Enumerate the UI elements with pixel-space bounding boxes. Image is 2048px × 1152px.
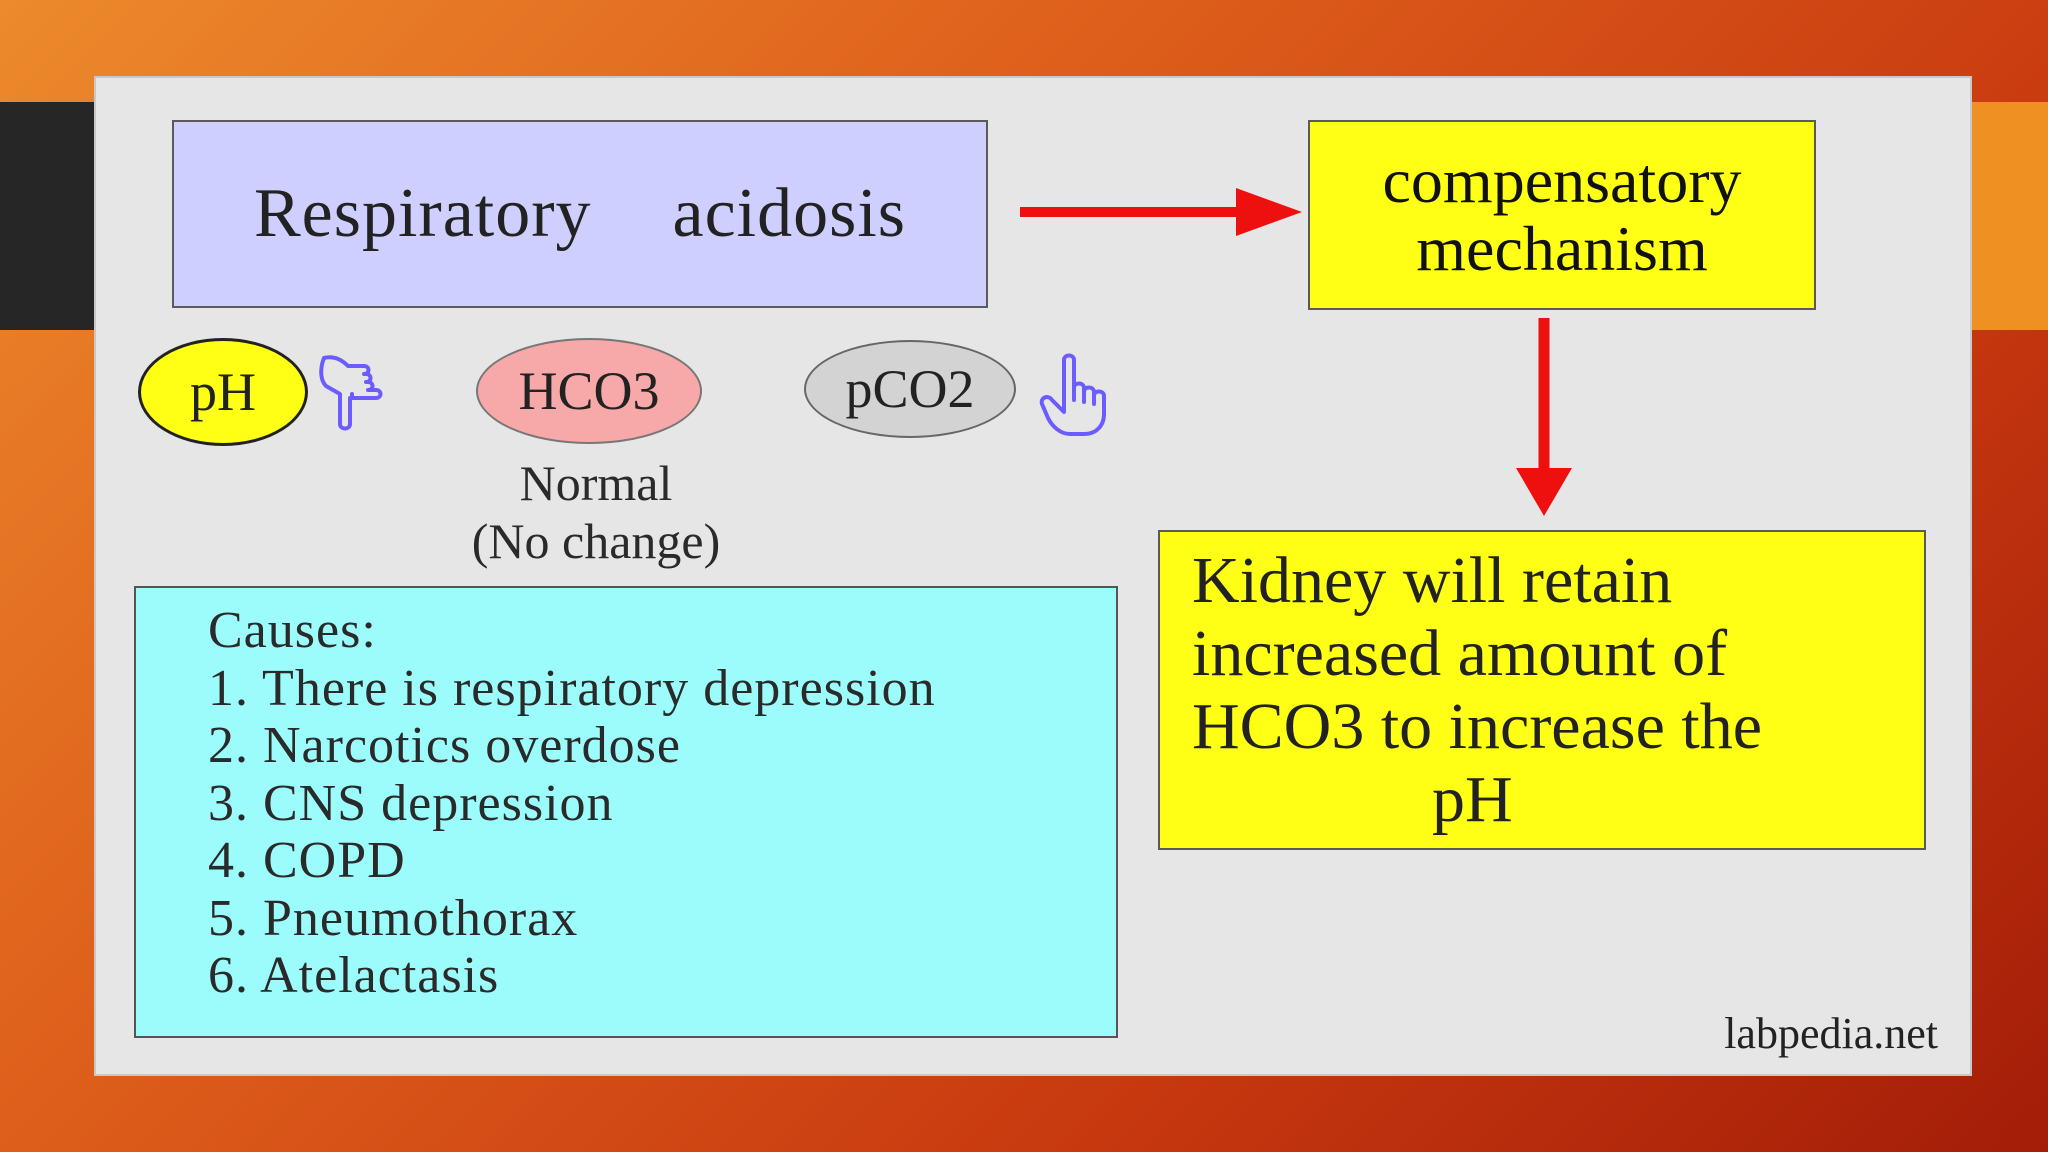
kidney-line: Kidney will retain <box>1192 544 1673 617</box>
compensatory-line-2: mechanism <box>1416 213 1708 284</box>
hand-pointing-down-icon <box>319 355 383 431</box>
hco3-note-line-1: Normal <box>519 455 673 511</box>
respiratory-acidosis-label: Respiratory acidosis <box>253 175 907 252</box>
ph-label: pH <box>190 362 256 422</box>
pco2-indicator: pCO2 <box>804 340 1016 438</box>
kidney-line: HCO3 to increase the <box>1192 690 1762 763</box>
source-credit: labpedia.net <box>1724 1009 1938 1058</box>
cause-item: 5. Pneumothorax <box>208 889 579 947</box>
slide-panel: Respiratory acidosis compensatory mechan… <box>94 76 1972 1076</box>
hco3-note-line-2: (No change) <box>471 513 721 569</box>
pco2-label: pCO2 <box>845 359 975 419</box>
arrow-right <box>1020 188 1302 236</box>
compensatory-line-1: compensatory <box>1382 145 1742 216</box>
hco3-note: Normal (No change) <box>426 454 766 570</box>
causes-box: Causes: 1. There is respiratory depressi… <box>134 586 1118 1038</box>
decorative-bar-left <box>0 102 100 330</box>
arrow-down <box>1516 318 1572 516</box>
flow-arrows <box>319 188 1572 516</box>
kidney-line: pH <box>1432 763 1513 836</box>
respiratory-acidosis-box: Respiratory acidosis <box>172 120 988 308</box>
kidney-compensation-box: Kidney will retain increased amount of H… <box>1158 530 1926 850</box>
hand-pointing-up-icon <box>1039 353 1106 436</box>
cause-item: 2. Narcotics overdose <box>208 717 681 774</box>
kidney-line: increased amount of <box>1192 617 1728 690</box>
ph-indicator: pH <box>138 338 308 446</box>
cause-item: 3. CNS depression <box>208 774 614 832</box>
compensatory-mechanism-box: compensatory mechanism <box>1308 120 1816 310</box>
causes-heading: Causes: <box>208 602 377 659</box>
hco3-indicator: HCO3 <box>476 338 702 444</box>
hco3-label: HCO3 <box>518 361 660 421</box>
cause-item: 1. There is respiratory depression <box>208 659 936 717</box>
cause-item: 6. Atelactasis <box>208 947 500 1004</box>
cause-item: 4. COPD <box>208 832 406 889</box>
